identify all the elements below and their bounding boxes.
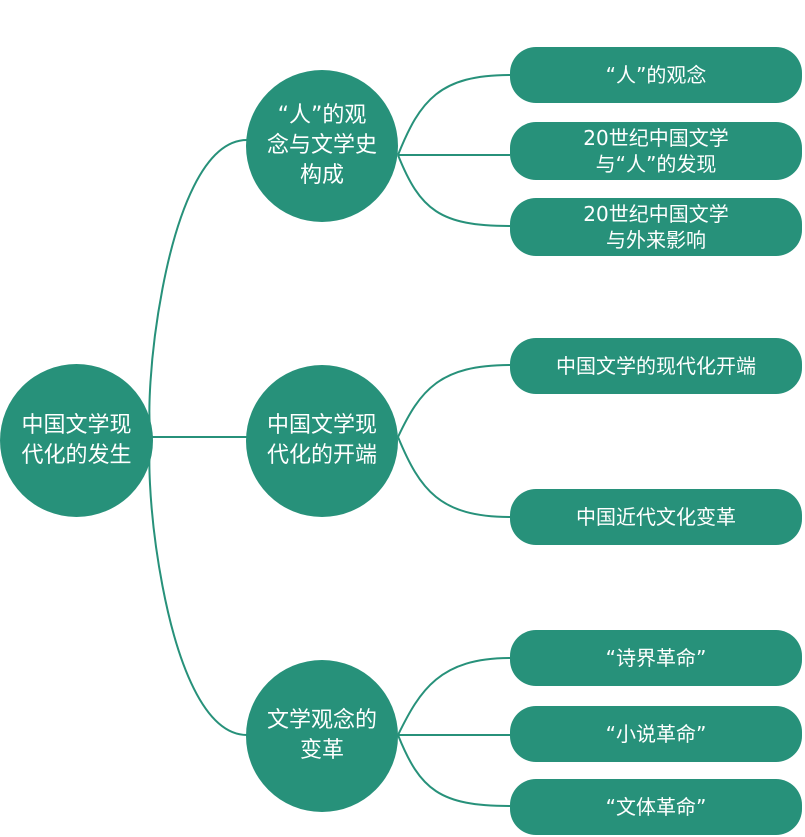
branch-3-label: 文学观念的 变革	[266, 708, 377, 763]
leaf-node-1-1[interactable]: “人”的观念	[510, 47, 802, 103]
link-branch-1-leaf-3	[397, 154, 511, 227]
leaf-node-1-2[interactable]: 20世纪中国文学 与“人”的发现	[510, 122, 802, 180]
branch-2-label: 中国文学现 代化的开端	[266, 413, 377, 468]
leaf-node-3-1[interactable]: “诗界革命”	[510, 630, 802, 686]
link-branch-3-leaf-3	[397, 734, 511, 807]
leaf-2-2-label: 中国近代文化变革	[576, 505, 736, 529]
link-branch-2-leaf-2	[397, 436, 511, 518]
leaf-1-1-label: “人”的观念	[605, 63, 707, 87]
leaf-3-1-label: “诗界革命”	[605, 646, 707, 670]
leaf-node-1-3[interactable]: 20世纪中国文学 与外来影响	[510, 198, 802, 256]
branch-node-3[interactable]: 文学观念的 变革	[246, 660, 398, 812]
link-branch-2-leaf-1	[397, 364, 511, 438]
leaf-2-1-label: 中国文学的现代化开端	[556, 354, 756, 378]
leaf-node-3-2[interactable]: “小说革命”	[510, 706, 802, 762]
leaf-node-2-1[interactable]: 中国文学的现代化开端	[510, 338, 802, 394]
link-branch-3-leaf-1	[397, 657, 511, 736]
leaf-node-3-3[interactable]: “文体革命”	[510, 779, 802, 835]
leaf-node-2-2[interactable]: 中国近代文化变革	[510, 489, 802, 545]
branch-node-2[interactable]: 中国文学现 代化的开端	[246, 365, 398, 517]
branch-1-label: “人”的观 念与文学史 构成	[266, 103, 377, 188]
leaf-3-3-label: “文体革命”	[605, 795, 707, 819]
leaf-1-3-label: 20世纪中国文学 与外来影响	[583, 202, 729, 252]
root-label: 中国文学现 代化的发生	[21, 412, 132, 468]
leaf-1-2-label: 20世纪中国文学 与“人”的发现	[583, 126, 729, 176]
branch-node-1[interactable]: “人”的观 念与文学史 构成	[246, 70, 398, 222]
link-branch-1-leaf-1	[397, 74, 511, 156]
leaf-3-2-label: “小说革命”	[605, 722, 707, 746]
link-root-branch-3	[148, 436, 248, 736]
link-root-branch-1	[148, 139, 248, 438]
root-node[interactable]: 中国文学现 代化的发生	[0, 364, 153, 517]
